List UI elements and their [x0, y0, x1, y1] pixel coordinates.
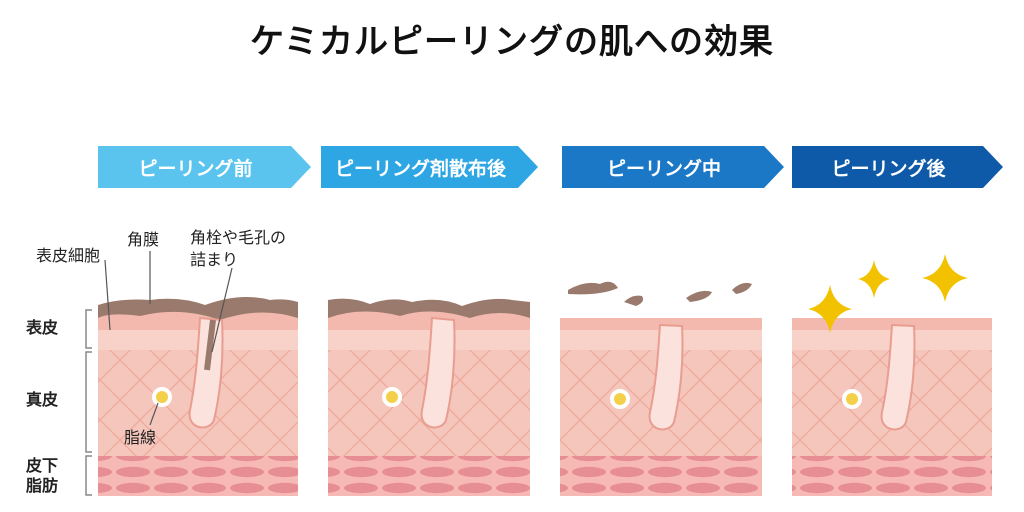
stage-before-peeling: ピーリング前 [98, 146, 311, 188]
layer-brackets [85, 309, 92, 496]
layer-label-hika-line1: 皮下 [26, 456, 59, 475]
panel-during [560, 281, 762, 496]
stage-label: ピーリング後 [831, 157, 946, 180]
stage-label: ピーリング中 [606, 157, 721, 180]
sparkle-icon [858, 260, 890, 298]
stage-after-peeling: ピーリング後 [792, 146, 1003, 188]
layer-label-shinpi: 真皮 [26, 390, 59, 409]
page-title: ケミカルピーリングの肌への効果 [250, 22, 774, 62]
label-hyohi-saibo: 表皮細胞 [36, 246, 101, 265]
panel-application [328, 298, 530, 496]
label-shisen: 脂線 [124, 428, 157, 447]
label-kakumaku: 角膜 [127, 230, 160, 249]
layer-label-hyohi: 表皮 [26, 318, 59, 337]
stage-label: ピーリング剤散布後 [334, 157, 506, 180]
leader-lines [104, 251, 233, 426]
layer-label-hika-line2: 脂肪 [26, 476, 59, 495]
stage-label: ピーリング前 [138, 157, 253, 180]
sparkle-icon [808, 285, 852, 333]
panel-after [792, 254, 992, 496]
sparkle-icon [922, 254, 968, 302]
panel-before [98, 296, 298, 496]
stage-after-application: ピーリング剤散布後 [321, 146, 538, 188]
stage-during-peeling: ピーリング中 [562, 146, 784, 188]
label-kakusen-line1: 角栓や毛孔の [190, 228, 287, 247]
label-kakusen-line2: 詰まり [190, 250, 239, 269]
